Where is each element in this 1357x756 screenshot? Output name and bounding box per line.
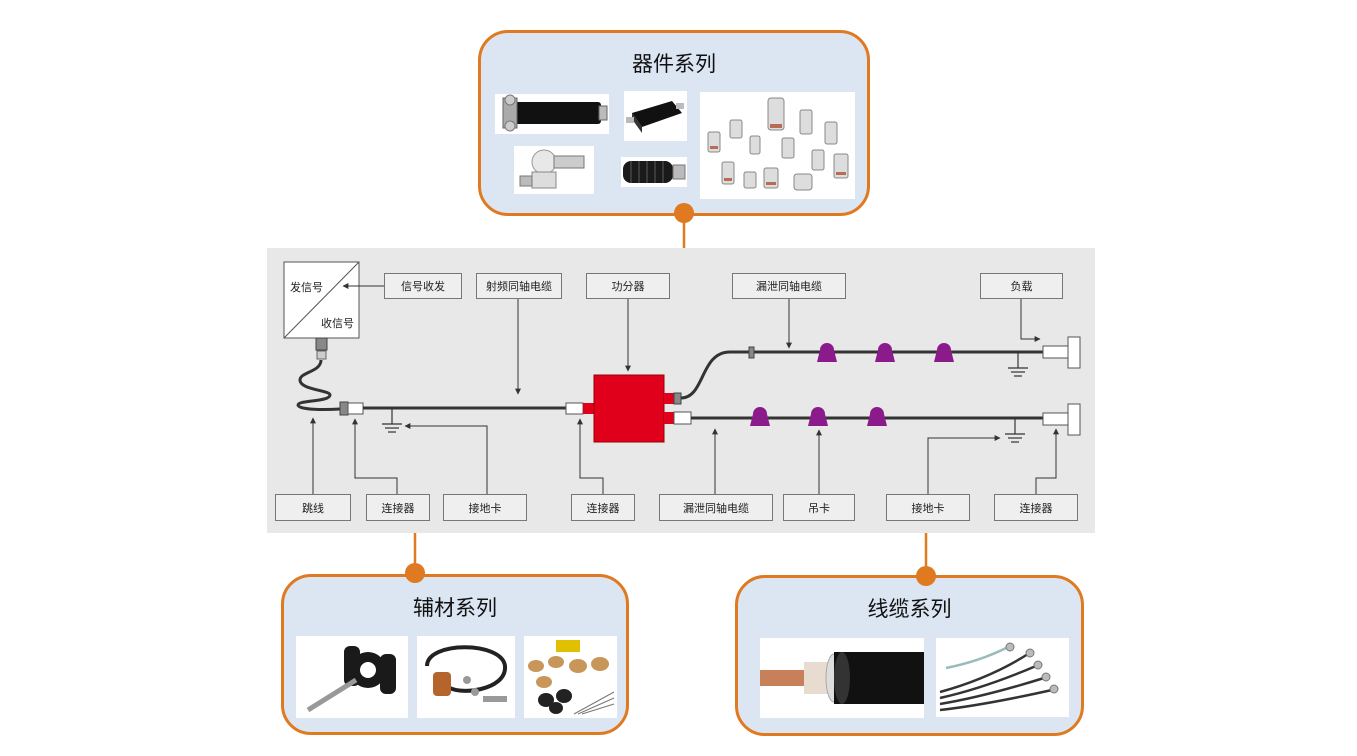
receive-signal-text: 收信号	[321, 317, 354, 330]
accessories-panel: 辅材系列	[281, 574, 629, 735]
components-panel: 器件系列	[478, 30, 870, 216]
leaky-cable-upper	[680, 350, 1043, 400]
leaky-cable-upper-joint	[748, 346, 755, 359]
grounding-kit-photo	[417, 636, 515, 718]
hanger-clamp-photo	[296, 636, 408, 718]
cables-panel: 线缆系列	[735, 575, 1084, 736]
load-lower	[1042, 403, 1081, 436]
hanger-icon	[808, 407, 828, 426]
label-hanger: 吊卡	[783, 494, 855, 521]
components-panel-title: 器件系列	[632, 52, 716, 76]
ground-symbol-2	[1008, 353, 1028, 377]
splitter-out-bottom-red	[664, 412, 674, 424]
connectors-photo	[700, 92, 855, 199]
label-leaky-coax-top: 漏泄同轴电缆	[732, 273, 846, 299]
power-splitter-box	[593, 374, 665, 443]
jumper-cable	[296, 359, 341, 411]
label-transceiver: 信号收发	[384, 273, 462, 299]
load-photo	[621, 157, 687, 187]
label-connector-3: 连接器	[994, 494, 1078, 521]
hanger-icon	[875, 343, 895, 362]
connector-2-red	[583, 403, 594, 414]
label-grounding-clip-1: 接地卡	[443, 494, 527, 521]
arrow-grounding-2	[927, 435, 1001, 494]
jumper-cables-photo	[936, 638, 1069, 717]
coupler-photo	[624, 91, 687, 141]
arrow-connector-1	[352, 418, 398, 494]
splitter-out-bottom-white	[673, 411, 692, 425]
splitter-photo	[495, 94, 609, 134]
arrow-connector-2	[577, 418, 604, 494]
connector-1-shape	[339, 401, 349, 416]
hanger-icon	[867, 407, 887, 426]
ground-symbol-3	[1005, 419, 1025, 443]
hanger-icon	[750, 407, 770, 426]
ground-symbol-1	[382, 409, 402, 433]
label-connector-2: 连接器	[571, 494, 635, 521]
connector-2-body	[565, 402, 584, 415]
label-connector-1: 连接器	[366, 494, 430, 521]
hanger-icon	[817, 343, 837, 362]
send-signal-text: 发信号	[290, 281, 323, 294]
transceiver-box	[283, 261, 360, 360]
arrow-grounding-1	[404, 423, 488, 494]
load-upper	[1042, 336, 1081, 369]
label-load: 负载	[980, 273, 1063, 299]
hangers-lower	[750, 407, 887, 426]
arrow-connector-3	[1035, 428, 1059, 494]
label-leaky-coax-bottom: 漏泄同轴电缆	[659, 494, 773, 521]
label-jumper: 跳线	[275, 494, 351, 521]
cables-panel-title: 线缆系列	[867, 597, 952, 621]
splitter-out-top-grey	[673, 392, 682, 405]
hangers-upper	[817, 343, 954, 362]
coax-cable-photo	[760, 638, 924, 718]
arrow-load	[1020, 299, 1041, 342]
waterproof-kit-photo	[524, 636, 617, 718]
lightning-arrester-photo	[514, 146, 594, 194]
label-rf-coax-cable: 射频同轴电缆	[476, 273, 562, 299]
accessories-panel-title: 辅材系列	[413, 596, 497, 620]
connector-1-body	[347, 402, 364, 415]
label-power-splitter: 功分器	[586, 273, 670, 299]
splitter-out-top-red	[664, 393, 674, 404]
hanger-icon	[934, 343, 954, 362]
label-grounding-clip-2: 接地卡	[886, 494, 970, 521]
